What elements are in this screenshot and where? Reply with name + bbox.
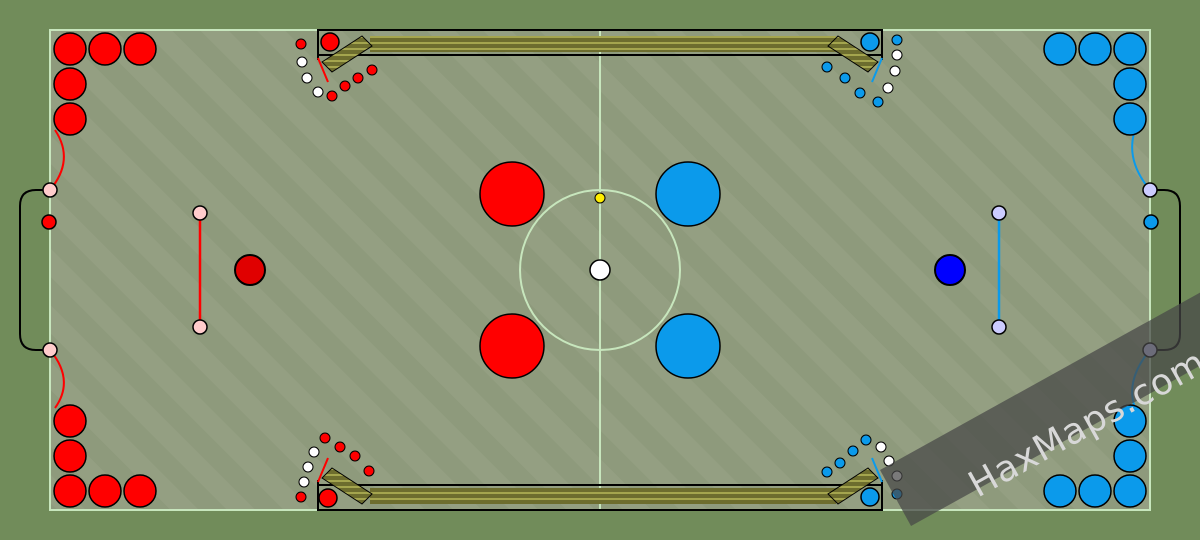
red-big-disc-top [479,161,545,227]
left-goal-post-top [42,182,58,198]
top-bench-red-disc [320,32,340,52]
bottom-bench-blue-disc [860,487,880,507]
left-barrier-top [192,205,208,221]
right-goal-post-top [1142,182,1158,198]
right-goal-post-bottom [1142,342,1158,358]
bottom-bench [317,457,883,511]
left-goal-post-bottom [42,342,58,358]
right-goal-marker [1143,214,1159,230]
right-barrier-top [991,205,1007,221]
left-goal-net [19,189,50,351]
right-goal-net [1150,189,1181,351]
red-player-disc[interactable] [234,254,266,286]
red-big-disc-bottom [479,313,545,379]
left-goal-marker [41,214,57,230]
bottom-bench-red-disc [318,488,338,508]
blue-big-disc-bottom [655,313,721,379]
red-corner-discs [53,32,157,508]
blue-player-disc[interactable] [934,254,966,286]
blue-big-disc-top [655,161,721,227]
top-bench [317,29,883,83]
center-circle [519,189,681,351]
ball-disc[interactable] [589,259,611,281]
left-barrier-bottom [192,319,208,335]
top-bench-blue-disc [860,32,880,52]
yellow-center-marker [594,192,606,204]
right-barrier-bottom [991,319,1007,335]
